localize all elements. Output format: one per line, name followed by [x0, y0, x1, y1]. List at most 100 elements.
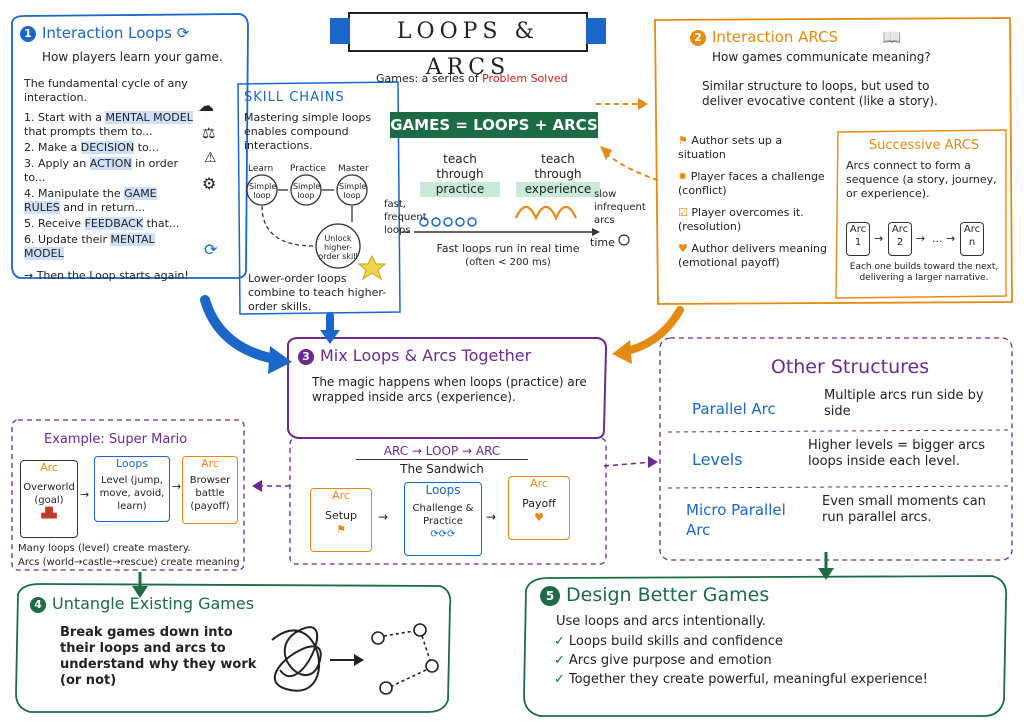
- mario-box-battle-head: Arc: [201, 457, 219, 470]
- loop-label-master: Simple loop: [339, 182, 367, 200]
- skill-chain-loops: [246, 174, 368, 269]
- teach-practice: teach through practice: [420, 152, 500, 197]
- panel3-desc: The magic happens when loops (practice) …: [312, 375, 587, 404]
- other-title: Other Structures: [770, 356, 930, 378]
- arrow-p2-to-p3: [618, 306, 684, 356]
- mix-arrow-1: →: [378, 510, 389, 524]
- fast-note-line2: (often < 200 ms): [465, 257, 551, 268]
- arc-item-payoff: ♥ Author delivers meaning (emotional pay…: [678, 242, 828, 269]
- arrow-p1-to-p3: [200, 295, 285, 365]
- banner-ribbon-left: [330, 18, 350, 44]
- slow-arcs-label: slow infrequent arcs: [594, 189, 646, 226]
- panel2-desc: Similar structure to loops, but used to …: [702, 79, 938, 108]
- flag-icon: ⚑: [336, 523, 346, 536]
- mario-arrow-1: →: [80, 488, 90, 501]
- skill-chains-border: [237, 81, 401, 315]
- subtitle-emphasis: Problem Solved: [482, 72, 568, 85]
- mix-box-loops-body: Challenge & Practice: [412, 503, 474, 527]
- equation-banner: GAMES = LOOPS + ARCS: [390, 112, 598, 138]
- successive-arc-1: Arc 1: [846, 222, 870, 256]
- other-row-parallel-desc: Multiple arcs run side by side: [824, 388, 984, 419]
- check-icon: ✓: [554, 634, 565, 649]
- other-row-micro-desc: Even small moments can run parallel arcs…: [822, 494, 986, 525]
- banner-ribbon-right: [586, 18, 606, 44]
- heart-icon: ♥: [678, 242, 688, 255]
- panel1-title: Interaction Loops: [42, 24, 172, 42]
- title-banner: LOOPS & ARCS: [348, 12, 588, 80]
- sandwich-formula: ARC → LOOP → ARC: [356, 444, 528, 460]
- mix-box-payoff-head: Arc: [530, 477, 548, 490]
- panel5-number: 5: [540, 585, 560, 606]
- panel5-checklist: ✓Loops build skills and confidence ✓Arcs…: [554, 634, 1000, 688]
- step-6: 6. Update their MENTAL MODEL: [24, 233, 155, 260]
- mario-arrow-2: →: [172, 480, 182, 493]
- panel1-number: 1: [20, 25, 36, 42]
- stage-practice: Practice: [290, 164, 326, 174]
- other-border: [659, 337, 1013, 561]
- equation-text: GAMES = LOOPS + ARCS: [390, 116, 598, 134]
- mario-note-mastery: Many loops (level) create mastery.: [18, 543, 191, 554]
- mix-box-payoff-body: Payoff: [522, 497, 556, 510]
- panel-skill-chains: SKILL CHAINS Mastering simple loops enab…: [244, 90, 396, 153]
- successive-arc-n: Arc n: [960, 222, 984, 256]
- book-icon: 📖: [882, 28, 902, 46]
- brain-icon: ☁: [198, 96, 214, 115]
- clock-icon: [618, 234, 630, 246]
- other-row-parallel-name: Parallel Arc: [692, 400, 776, 418]
- panel5-check-1: ✓Loops build skills and confidence: [554, 634, 783, 649]
- loop-label-practice: Simple loop: [293, 182, 321, 200]
- teach-experience-prefix: teach through: [534, 152, 582, 181]
- refresh-icon: ⟳: [204, 240, 218, 259]
- fast-note-line1: Fast loops run in real time: [436, 242, 580, 255]
- mario-border: [11, 419, 245, 571]
- successive-title: Successive ARCS: [868, 138, 980, 153]
- panel3-border: [287, 337, 608, 439]
- step-4: 4. Manipulate the GAME RULES and in retu…: [24, 187, 157, 214]
- successive-arc-2: Arc 2: [888, 222, 912, 256]
- mario-box-overworld: Arc Overworld (goal) ▟▙: [20, 460, 78, 538]
- panel5-check-3: ✓Together they create powerful, meaningf…: [554, 672, 928, 687]
- mario-box-level: Loops Level (jump, move, avoid, learn): [94, 456, 170, 522]
- mix-box-setup: Arc Setup ⚑: [310, 488, 372, 552]
- panel3-number: 3: [298, 348, 314, 365]
- arc-item-setup: ⚑ Author sets up a situation: [678, 134, 783, 161]
- check-icon: ✓: [554, 653, 565, 668]
- fast-note: Fast loops run in real time (often < 200…: [418, 242, 598, 269]
- mario-box-battle-body: Browser battle (payoff): [189, 475, 231, 512]
- panel2-heading: 2 Interaction ARCS 📖: [690, 28, 1002, 46]
- panel1-again: → Then the Loop starts again!: [24, 269, 189, 282]
- unlock-skill: Unlock higher-order skill: [318, 234, 358, 261]
- stage-master: Master: [338, 164, 369, 174]
- sandwich-label: The Sandwich: [400, 462, 484, 476]
- skill-chains-note: Lower-order loops combine to teach highe…: [248, 272, 387, 313]
- arc-item-conflict: ✸ Player faces a challenge (conflict): [678, 170, 825, 197]
- subtitle: Games: a series of Problem Solved: [376, 72, 568, 86]
- successive-note: Each one builds toward the next, deliver…: [849, 262, 999, 283]
- successive-arrow-2: →: [916, 232, 926, 245]
- loops-icon: ⟳⟳⟳: [430, 529, 456, 540]
- burst-icon: ✸: [678, 170, 688, 183]
- panel4-number: 4: [30, 596, 46, 613]
- time-label: time: [590, 236, 615, 249]
- castle-icon: ▟▙: [41, 508, 57, 519]
- panel1-steps: 1. Start with a MENTAL MODEL that prompt…: [24, 111, 194, 261]
- untangled-graph-icon: [371, 623, 439, 695]
- mario-box-level-head: Loops: [115, 457, 149, 470]
- heart-icon: ♥: [534, 511, 544, 524]
- panel1-tagline: How players learn your game.: [42, 50, 223, 64]
- successive-arrow-1: →: [874, 232, 884, 245]
- panel2-number: 2: [690, 29, 706, 46]
- panel1-border: [11, 13, 249, 279]
- panel5-border: [523, 575, 1008, 717]
- panel2-title: Interaction ARCS: [712, 28, 839, 46]
- teach-experience: teach through experience: [516, 152, 600, 197]
- step-1: 1. Start with a MENTAL MODEL that prompt…: [24, 111, 193, 138]
- tangle-icon: [271, 626, 322, 692]
- gear-icon: ⚙: [202, 174, 217, 193]
- page-title: LOOPS & ARCS: [396, 19, 540, 80]
- panel1-intro: The fundamental cycle of any interaction…: [24, 77, 188, 104]
- mix-box-loops-head: Loops: [425, 483, 461, 497]
